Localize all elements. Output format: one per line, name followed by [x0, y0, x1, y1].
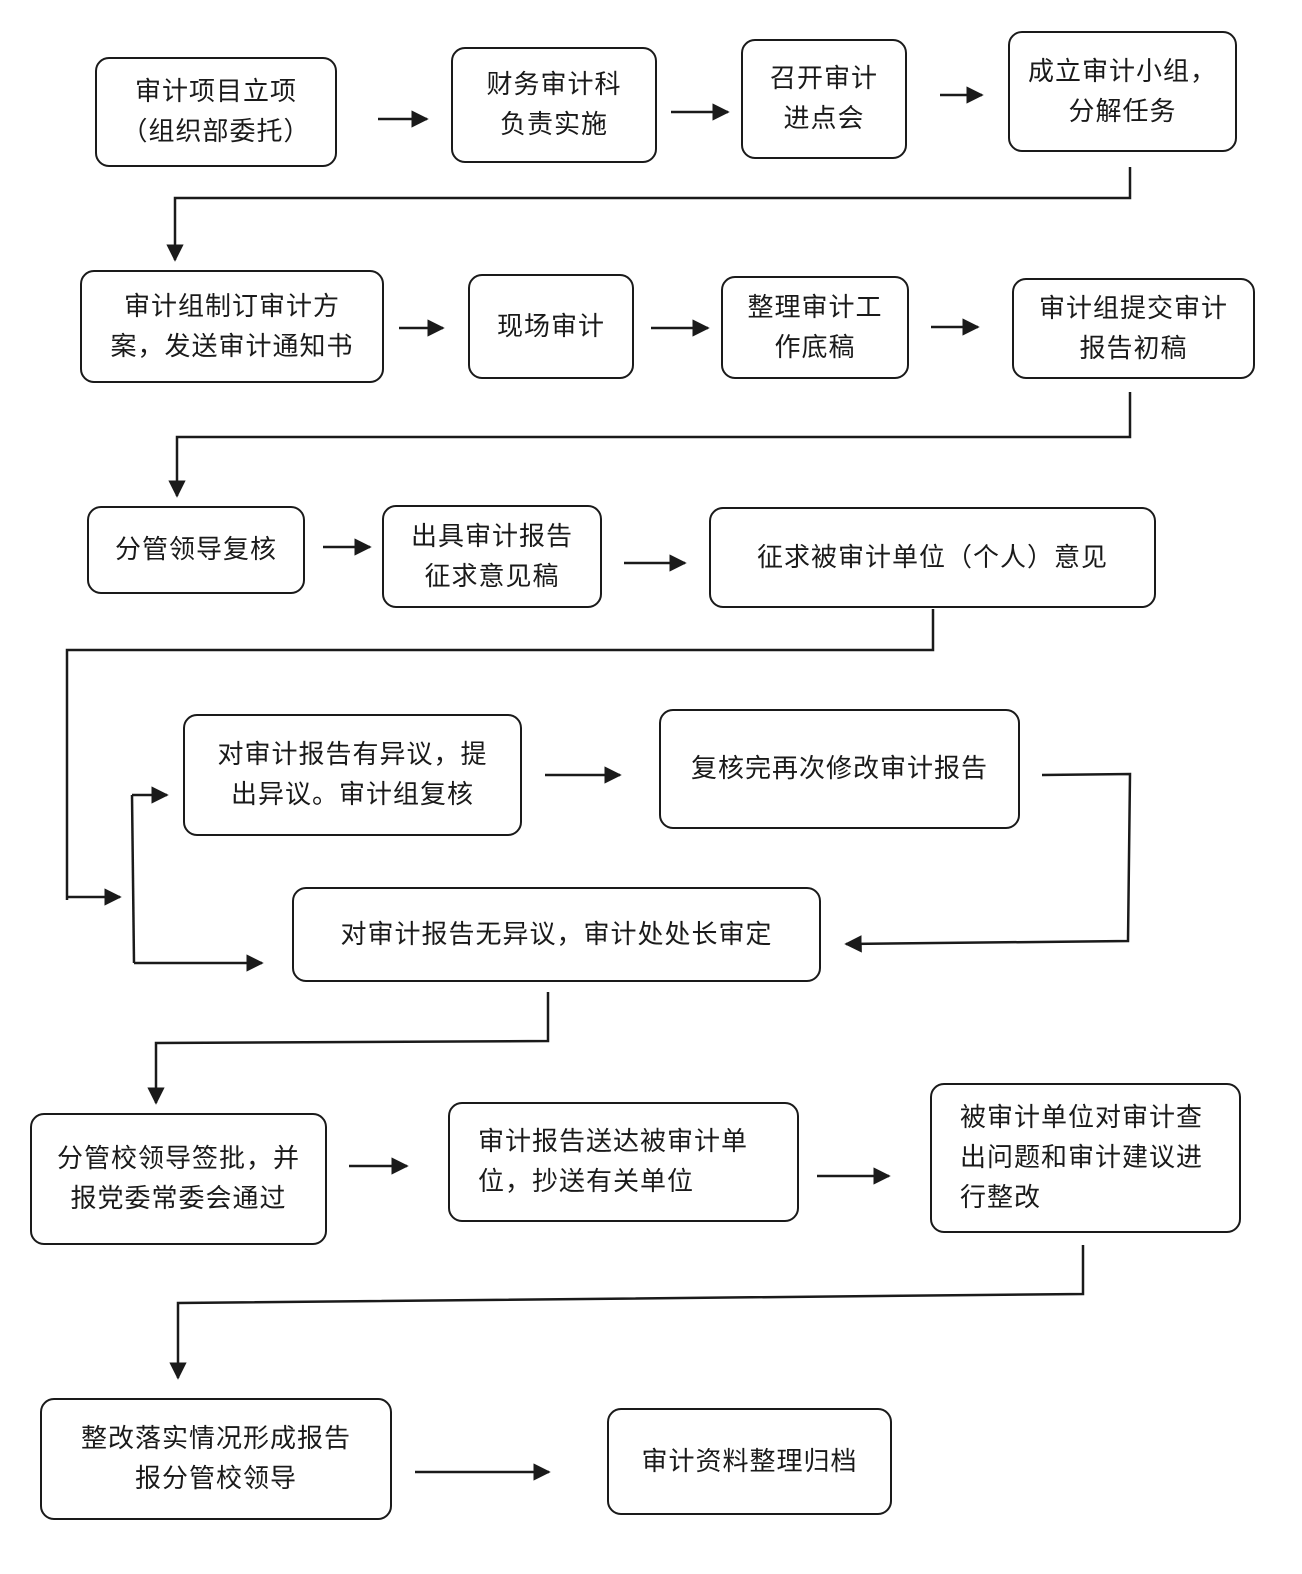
step-director-approval: 对审计报告无异议，审计处处长审定 — [292, 887, 821, 982]
step-form-audit-team: 成立审计小组， 分解任务 — [1008, 31, 1237, 152]
step-label: 出问题和审计建议进 — [960, 1143, 1204, 1173]
step-objection-review: 对审计报告有异议，提 出异议。审计组复核 — [183, 714, 522, 836]
step-label: 成立审计小组， — [1027, 56, 1217, 87]
step-project-approval: 审计项目立项 （组织部委托） — [95, 57, 337, 167]
step-label: 审计组制订审计方 — [123, 291, 340, 322]
step-label: 报分管校领导 — [134, 1464, 297, 1494]
step-label: 报告初稿 — [1079, 333, 1188, 364]
step-leader-review: 分管领导复核 — [87, 506, 305, 594]
branch-split — [130, 794, 136, 964]
step-label: 出异议。审计组复核 — [230, 780, 474, 810]
step-finance-audit-section: 财务审计科 负责实施 — [451, 47, 657, 163]
connector-s17-s18 — [169, 1245, 1085, 1380]
step-label: 位，抄送有关单位 — [478, 1167, 695, 1197]
step-archive-materials: 审计资料整理归档 — [607, 1408, 892, 1515]
step-deliver-report: 审计报告送达被审计单 位，抄送有关单位 — [448, 1102, 799, 1222]
step-label: 召开审计 — [769, 64, 878, 94]
step-label: 现场审计 — [496, 311, 605, 342]
step-label: 财务审计科 — [486, 70, 622, 100]
step-label: 进点会 — [783, 104, 865, 134]
step-field-audit: 现场审计 — [468, 274, 634, 379]
step-draft-report: 审计组提交审计 报告初稿 — [1012, 278, 1255, 379]
step-label: 分管校领导签批，并 — [56, 1144, 300, 1174]
step-label: 报党委常委会通过 — [70, 1184, 287, 1214]
step-label: 征求意见稿 — [424, 561, 560, 592]
step-entry-meeting: 召开审计 进点会 — [741, 39, 907, 159]
step-label: 审计报告送达被审计单 — [478, 1127, 749, 1157]
step-label: 整改落实情况形成报告 — [80, 1424, 351, 1454]
step-label: 负责实施 — [499, 110, 608, 140]
connector-s13-s14 — [844, 772, 1132, 953]
step-revise-report: 复核完再次修改审计报告 — [659, 709, 1020, 829]
step-label: 对审计报告有异议，提 — [217, 740, 488, 770]
step-label: 被审计单位对审计查 — [960, 1103, 1204, 1133]
step-label: 整理审计工 — [747, 292, 883, 323]
step-label: 审计资料整理归档 — [641, 1446, 858, 1477]
step-label: 出具审计报告 — [410, 521, 573, 552]
step-working-papers: 整理审计工 作底稿 — [721, 276, 909, 379]
step-label: 征求被审计单位（个人）意见 — [756, 542, 1108, 573]
step-label: 行整改 — [960, 1183, 1042, 1213]
step-report-for-comment: 出具审计报告 征求意见稿 — [382, 505, 602, 608]
step-label: 分管领导复核 — [114, 535, 277, 565]
step-school-leader-signoff: 分管校领导签批，并 报党委常委会通过 — [30, 1113, 327, 1245]
step-rectification: 被审计单位对审计查 出问题和审计建议进 行整改 — [930, 1083, 1241, 1233]
step-audit-plan: 审计组制订审计方 案，发送审计通知书 — [80, 270, 384, 383]
step-label: 审计组提交审计 — [1038, 293, 1228, 324]
connector-s8-s9 — [168, 392, 1132, 498]
step-label: （组织部委托） — [121, 117, 311, 147]
step-label: 复核完再次修改审计报告 — [690, 754, 988, 784]
step-solicit-opinions: 征求被审计单位（个人）意见 — [709, 507, 1156, 608]
step-label: 对审计报告无异议，审计处处长审定 — [340, 919, 773, 950]
step-label: 案，发送审计通知书 — [110, 331, 354, 362]
connector-s11-branch — [65, 609, 935, 900]
step-label: 分解任务 — [1068, 96, 1177, 127]
step-rectification-report: 整改落实情况形成报告 报分管校领导 — [40, 1398, 392, 1520]
step-label: 作底稿 — [774, 332, 856, 363]
step-label: 审计项目立项 — [134, 77, 297, 107]
connector-s4-s5 — [166, 167, 1132, 262]
connector-s14-s15 — [147, 992, 550, 1105]
